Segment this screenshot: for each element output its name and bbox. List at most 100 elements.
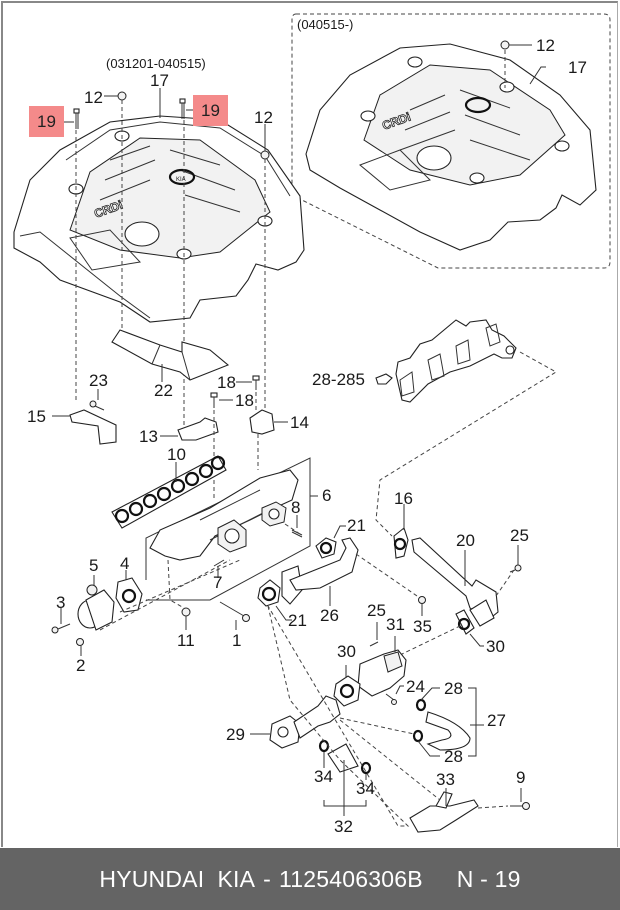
bolt-19-a[interactable] [73,108,80,129]
callout-16[interactable]: 16 [394,489,413,508]
bolt-23[interactable] [89,400,105,411]
callout-15[interactable]: 15 [27,407,46,426]
bolt-25-b[interactable] [369,641,379,647]
parts-diagram-frame: KIA CRDi CRDi [0,0,620,848]
callout-12-b[interactable]: 12 [254,108,273,127]
callout-30-a[interactable]: 30 [486,637,505,656]
callout-19-highlighted-a[interactable]: 19 [29,106,64,137]
callout-28-a[interactable]: 28 [444,679,463,698]
callout-21-a[interactable]: 21 [347,516,366,535]
nut-11[interactable] [181,607,191,617]
bolt-18-a[interactable] [252,375,260,390]
callout-34-a[interactable]: 34 [314,767,333,786]
callout-7[interactable]: 7 [213,573,223,592]
callout-3[interactable]: 3 [56,593,66,612]
egr-pipe-26[interactable] [281,537,359,605]
gasket-30-a[interactable] [455,609,475,635]
callout-1[interactable]: 1 [232,631,242,650]
hose-27[interactable] [425,711,471,751]
egr-valve-5[interactable] [77,584,115,631]
gasket-21-a[interactable] [315,537,337,559]
nut-12-b[interactable] [260,150,270,160]
svg-text:KIA: KIA [176,177,186,183]
nut-2[interactable] [76,638,84,646]
gasket-16[interactable] [393,527,409,559]
bracket-13[interactable] [177,417,219,441]
hose-32[interactable] [327,743,359,773]
gasket-30-b[interactable] [333,675,361,707]
callout-18-a[interactable]: 18 [217,373,236,392]
exhaust-manifold-6-group-box [145,457,311,601]
stud-7[interactable] [213,559,225,567]
exploded-parts-diagram: KIA CRDi CRDi [13,13,611,833]
bolt-24[interactable] [385,693,397,705]
footer-part-number: 1125406306B [279,865,423,892]
callout-26[interactable]: 26 [320,606,339,625]
clamp-34-a[interactable] [318,739,330,753]
callout-27[interactable]: 27 [487,711,506,730]
stud-8[interactable] [291,529,303,538]
callout-17-new[interactable]: 17 [568,58,587,77]
callout-35[interactable]: 35 [413,617,432,636]
bolt-19-b[interactable] [179,98,186,119]
callout-6[interactable]: 6 [322,486,332,505]
callout-20[interactable]: 20 [456,531,475,550]
callout-11[interactable]: 11 [177,631,195,650]
callout-9[interactable]: 9 [516,768,526,787]
nut-12-a[interactable] [117,91,127,101]
egr-valve-31[interactable] [357,649,407,697]
egr-pipe-29[interactable] [269,695,341,749]
callout-13[interactable]: 13 [139,427,158,446]
callout-8[interactable]: 8 [291,498,301,517]
clamp-34-b[interactable] [360,761,372,775]
callout-30-b[interactable]: 30 [337,642,356,661]
bolt-1[interactable] [219,601,250,622]
callout-5[interactable]: 5 [89,556,99,575]
callout-4[interactable]: 4 [120,554,130,573]
callout-2[interactable]: 2 [76,656,86,675]
callout-10[interactable]: 10 [167,445,186,464]
callout-31[interactable]: 31 [386,615,405,634]
callout-12-c[interactable]: 12 [536,36,555,55]
callout-23[interactable]: 23 [89,371,108,390]
nut-12-c[interactable] [500,40,510,50]
frame-border [1,1,618,847]
engine-cover-old[interactable]: KIA CRDi [13,115,305,323]
callout-34-b[interactable]: 34 [356,779,375,798]
callout-21-b[interactable]: 21 [288,611,307,630]
callout-28-b[interactable]: 28 [444,747,463,766]
gasket-4[interactable] [115,577,143,613]
callout-17-old[interactable]: 17 [150,71,169,90]
gasket-10[interactable] [111,455,227,529]
exhaust-manifold-6[interactable] [149,469,299,561]
clamp-28-a[interactable] [415,698,427,712]
callout-33[interactable]: 33 [436,770,455,789]
callout-28-285[interactable]: 28-285 [312,370,365,389]
footer-bar: HYUNDAI KIA - 1125406306B N - 19 [0,848,620,910]
egr-pipe-20[interactable] [411,537,499,627]
clamp-28-b[interactable] [412,729,424,743]
bolt-18-b[interactable] [210,392,218,408]
nut-35[interactable] [418,596,426,604]
callout-22[interactable]: 22 [154,381,173,400]
callout-24[interactable]: 24 [406,677,425,696]
egr-pipe-33[interactable] [409,791,479,833]
bracket-14[interactable] [249,409,275,435]
callout-32[interactable]: 32 [334,817,353,836]
callout-29[interactable]: 29 [226,725,245,744]
callout-12-a[interactable]: 12 [84,88,103,107]
bolt-25-a[interactable] [509,564,522,573]
callout-19-highlighted-b[interactable]: 19 [193,95,228,126]
intake-manifold-28-285[interactable] [375,319,517,403]
callout-25-b[interactable]: 25 [367,601,386,620]
bracket-22[interactable] [111,329,230,381]
engine-cover-new[interactable]: CRDi [305,43,597,251]
callout-18-b[interactable]: 18 [235,391,254,410]
footer-separator: - [263,865,272,892]
bolt-9[interactable] [510,802,530,810]
bracket-15[interactable] [69,409,117,445]
callout-14[interactable]: 14 [290,413,309,432]
callout-25-a[interactable]: 25 [510,526,529,545]
bolt-3[interactable] [51,623,71,634]
gasket-21-b[interactable] [257,579,281,607]
